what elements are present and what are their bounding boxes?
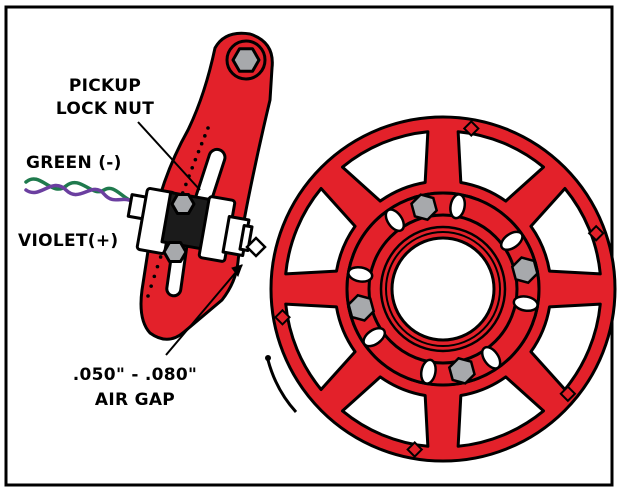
- wheel-window: [284, 302, 357, 391]
- hub-slot: [512, 295, 539, 313]
- hub-slot: [384, 208, 406, 233]
- sensor-wires: [24, 177, 140, 210]
- wheel-window: [529, 187, 602, 276]
- label-airgap-line1: .050" - .080": [73, 365, 197, 385]
- scale-dot: [190, 165, 195, 170]
- scale-dot: [158, 255, 163, 259]
- sensor-tip-end: [238, 223, 254, 253]
- hub-slot: [499, 230, 524, 252]
- lock-nut-bolt-top: [170, 193, 196, 215]
- bracket-bolt: [231, 47, 261, 73]
- leader-airgap-arrow: [231, 264, 243, 278]
- hub-slot: [362, 326, 387, 348]
- lock-nut-bolt-bottom: [162, 241, 188, 263]
- wire-violet: [24, 183, 140, 210]
- trigger-wheel: [269, 115, 617, 463]
- hub-slot: [480, 345, 502, 370]
- frame-border: [4, 5, 614, 487]
- rim-marker: [406, 441, 424, 459]
- scale-dot: [199, 141, 204, 146]
- hub-bolts: [347, 193, 539, 385]
- wheel-window: [456, 375, 545, 448]
- rim-marker: [587, 224, 605, 242]
- leader-airgap: [165, 264, 243, 356]
- rim-arc-dot: [265, 355, 271, 361]
- scale-dot: [184, 182, 188, 187]
- scale-dot: [206, 126, 210, 130]
- rim-marker: [273, 308, 291, 326]
- hub-bolt: [510, 256, 539, 285]
- rim-markers: [273, 119, 605, 459]
- leader-pickup: [137, 121, 201, 191]
- label-pickup-line1: PICKUP: [69, 76, 141, 96]
- rim-marker: [462, 119, 480, 137]
- hub-slots: [347, 193, 539, 385]
- air-gap-marker: [245, 236, 267, 258]
- hub-bolt: [410, 193, 439, 222]
- pickup-bracket: [139, 31, 274, 341]
- scale-dot: [196, 149, 201, 154]
- hub-bolt: [347, 293, 376, 322]
- scale-dot: [146, 294, 150, 298]
- scale-dot: [203, 134, 207, 138]
- hub-bolt: [447, 356, 476, 385]
- hub-slot: [419, 358, 437, 385]
- rim-marker: [559, 385, 577, 403]
- wheel-window: [529, 302, 602, 391]
- wheel-window: [341, 130, 430, 203]
- label-violet-wire: VIOLET(+): [18, 231, 118, 251]
- hub-slot: [347, 265, 374, 283]
- wheel-window: [284, 187, 357, 276]
- label-pickup-line2: LOCK NUT: [56, 99, 154, 119]
- label-airgap-line2: AIR GAP: [95, 390, 175, 410]
- scale-dot: [193, 157, 198, 162]
- center-bore: [390, 236, 496, 342]
- scale-dot: [152, 274, 157, 279]
- rim-arc-line: [266, 359, 298, 414]
- label-green-wire: GREEN (-): [26, 153, 122, 173]
- scale-dot: [155, 264, 160, 269]
- pickup-sensor: [126, 187, 254, 263]
- scale-dot: [149, 284, 153, 288]
- wire-green: [24, 177, 140, 203]
- hub-slot: [449, 193, 467, 220]
- leader-lines: [137, 121, 243, 356]
